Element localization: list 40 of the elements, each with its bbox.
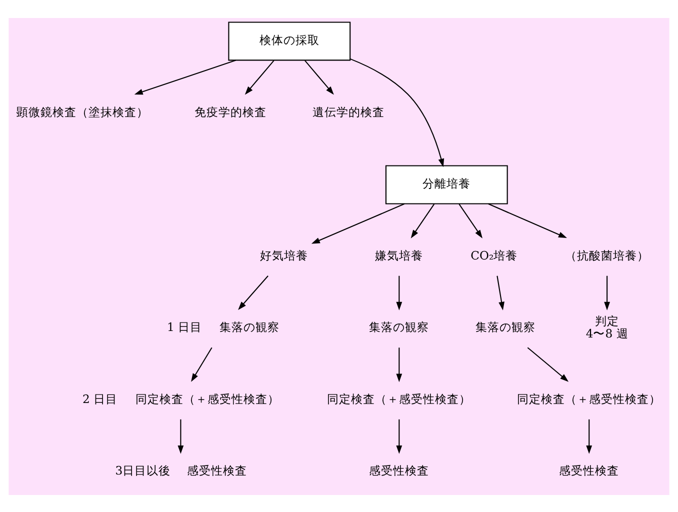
arrow	[410, 203, 435, 238]
arrow	[304, 60, 334, 94]
node-text: 集落の観察	[220, 320, 280, 334]
node-text: 判定 4〜8 週	[586, 313, 628, 340]
node-text: 同定検査（＋感受性検査）	[135, 391, 280, 406]
node-text: 感受性検査	[187, 463, 248, 478]
arrow	[586, 418, 592, 454]
node-label: 2 日目	[82, 391, 118, 406]
node-text: 感受性検査	[369, 463, 430, 478]
node-box: 検体の採取	[228, 21, 351, 60]
arrow	[396, 418, 402, 454]
arrow	[311, 202, 405, 244]
node-text: 集落の観察	[476, 320, 536, 334]
node-text: 同定検査（＋感受性検査）	[517, 391, 662, 406]
arrow	[396, 347, 402, 382]
node-text: 好気培養	[260, 248, 308, 262]
node-text: 遺伝学的検査	[312, 104, 384, 118]
arrow	[244, 60, 274, 94]
node-box: 分離培養	[385, 164, 508, 204]
node-text: 嫌気培養	[375, 248, 424, 262]
arrow	[458, 203, 482, 238]
node-text: CO₂培養	[470, 248, 518, 262]
node-text: （抗酸菌培養）	[565, 248, 650, 262]
node-text: 集落の観察	[369, 320, 430, 334]
arrow	[191, 346, 212, 382]
arrow	[134, 59, 236, 94]
arrow	[527, 346, 569, 382]
arrow	[488, 202, 567, 238]
arrow	[604, 275, 610, 310]
node-text: 顕微鏡検査（塗抹検査）	[16, 104, 149, 118]
node-label: 1 日目	[166, 320, 202, 334]
node-label: 3日目以後	[115, 463, 171, 478]
node-text: 感受性検査	[559, 463, 620, 478]
arrow	[496, 275, 504, 310]
arrow	[396, 275, 402, 310]
node-text: 免疫学的検査	[194, 104, 266, 118]
arrow	[350, 58, 444, 167]
arrow	[178, 418, 184, 454]
node-text: 同定検査（＋感受性検査）	[327, 391, 472, 406]
arrow	[238, 275, 268, 310]
